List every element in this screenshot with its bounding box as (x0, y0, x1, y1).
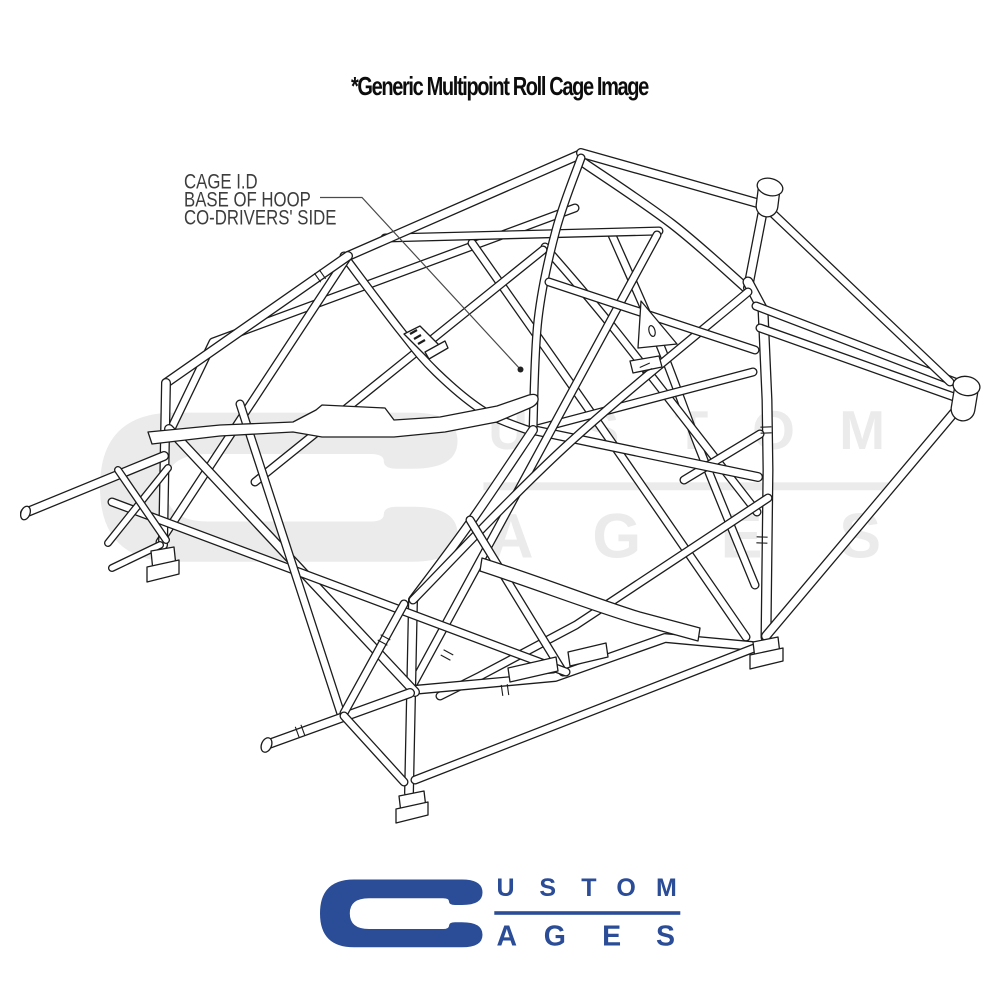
svg-text:*Generic Multipoint Roll Cage: *Generic Multipoint Roll Cage Image (351, 72, 649, 101)
svg-text:CAGE I.D: CAGE I.D (184, 171, 258, 194)
svg-text:BASE OF HOOP: BASE OF HOOP (184, 189, 311, 212)
svg-text:CO-DRIVERS' SIDE: CO-DRIVERS' SIDE (184, 207, 336, 230)
